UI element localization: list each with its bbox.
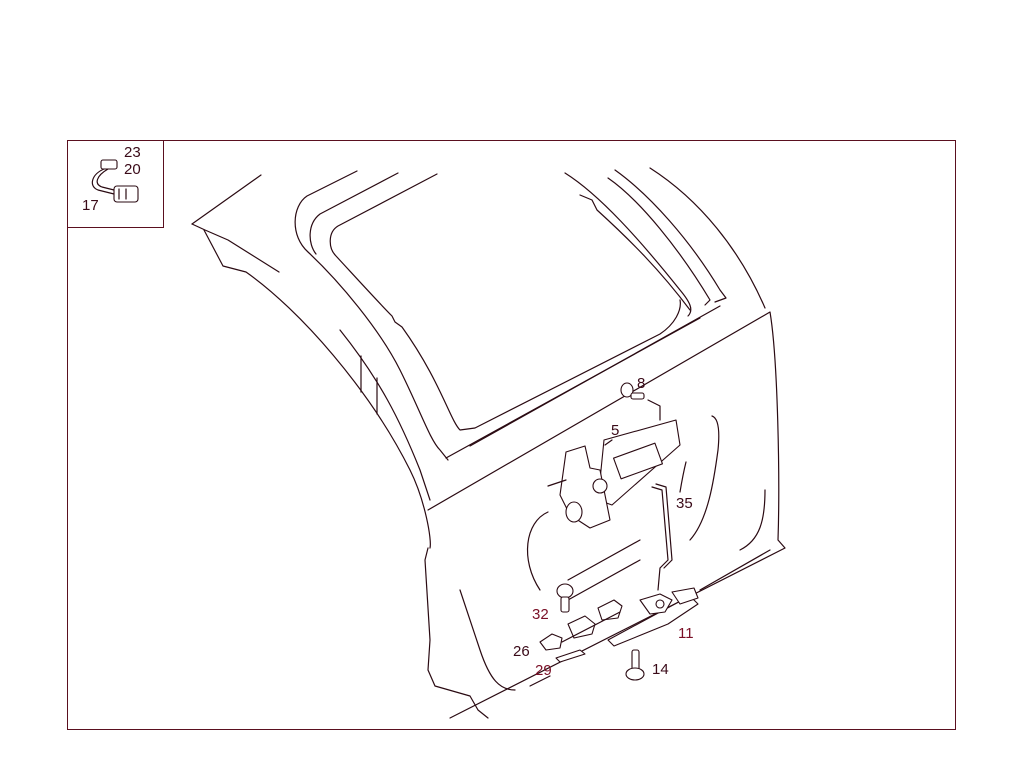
callout-35[interactable]: 35: [676, 495, 693, 512]
callout-8[interactable]: 8: [637, 375, 646, 392]
inset-label-17: 17: [82, 197, 99, 214]
callout-32[interactable]: 32: [532, 606, 549, 623]
inset-box: [67, 140, 164, 228]
body-side-panel: [191, 174, 489, 719]
inset-label-20: 20: [124, 161, 141, 178]
callout-26[interactable]: 26: [513, 643, 530, 660]
bolt-8-icon: [620, 382, 661, 421]
window-frame: [294, 167, 766, 461]
callout-11[interactable]: 11: [678, 625, 694, 642]
callout-29[interactable]: 29: [535, 662, 552, 679]
wiring-harness-icon: [91, 159, 139, 203]
diagram-frame: [67, 140, 956, 730]
bolt-14-icon: [625, 649, 645, 681]
latch-11-icon: [539, 587, 699, 663]
callout-5[interactable]: 5: [611, 422, 620, 439]
lock-handle-5-icon: [547, 419, 681, 529]
screw-32-icon: [556, 583, 574, 613]
callout-14[interactable]: 14: [652, 661, 669, 678]
rod-35-icon: [651, 483, 673, 591]
inset-label-23: 23: [124, 144, 141, 161]
